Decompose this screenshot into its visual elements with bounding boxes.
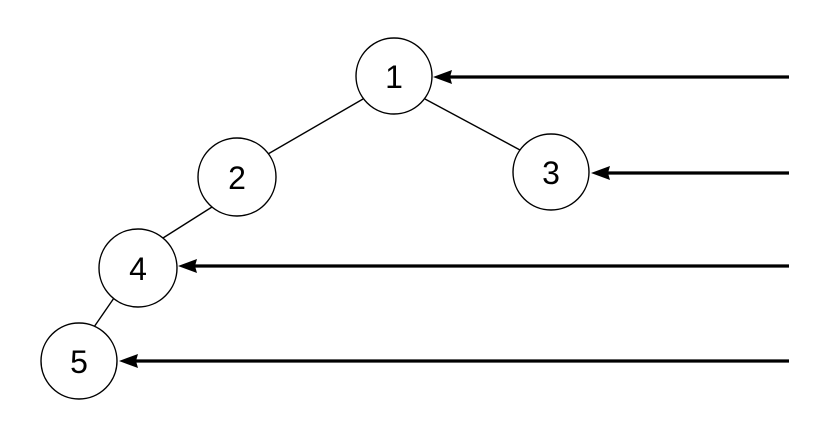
node-4[interactable]: 4 [98, 228, 178, 308]
tree-nodes: 1 2 3 4 5 [40, 37, 590, 400]
tree-edges [93, 98, 521, 328]
edge-node1-node2 [267, 98, 364, 155]
node-2[interactable]: 2 [197, 137, 277, 217]
edge-node4-node5 [93, 297, 115, 328]
arrow-to-node-5 [119, 354, 789, 368]
arrow-to-node-4-head [178, 259, 197, 273]
node-5-circle[interactable] [40, 322, 118, 400]
pointer-arrows [119, 70, 789, 368]
node-3[interactable]: 3 [512, 133, 590, 211]
node-2-circle[interactable] [197, 137, 277, 217]
node-1[interactable]: 1 [355, 37, 433, 115]
node-3-label: 3 [542, 155, 560, 191]
arrow-to-node-4 [178, 259, 789, 273]
node-5[interactable]: 5 [40, 322, 118, 400]
node-4-label: 4 [129, 251, 147, 287]
node-2-label: 2 [228, 160, 246, 196]
arrow-to-node-1 [433, 70, 789, 84]
node-3-circle[interactable] [512, 133, 590, 211]
node-4-circle[interactable] [98, 228, 178, 308]
node-1-label: 1 [385, 59, 403, 95]
node-1-circle[interactable] [355, 37, 433, 115]
edge-node2-node4 [162, 206, 213, 239]
arrow-to-node-3 [591, 166, 789, 180]
edge-node1-node3 [424, 98, 521, 151]
arrow-to-node-1-head [433, 70, 452, 84]
node-5-label: 5 [70, 344, 88, 380]
arrow-to-node-3-head [591, 166, 610, 180]
arrow-to-node-5-head [119, 354, 138, 368]
